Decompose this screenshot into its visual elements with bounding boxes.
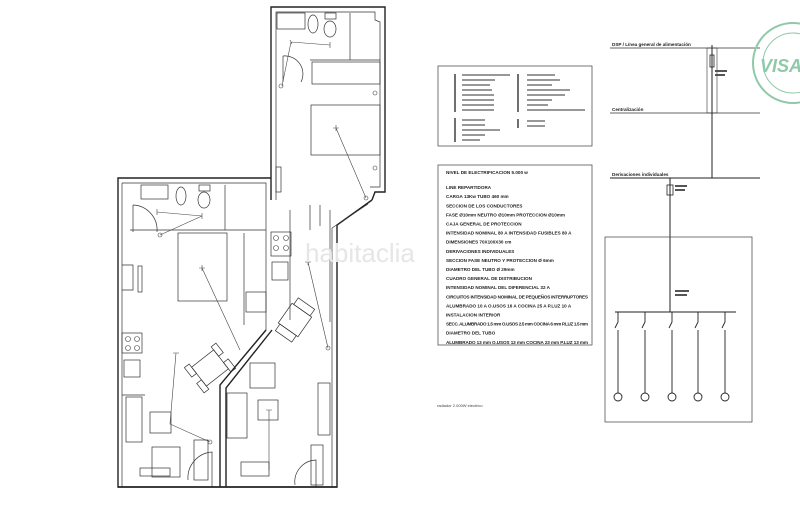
dining-table-2	[274, 297, 316, 343]
armchair	[249, 362, 276, 389]
circuit-outlet-icon	[640, 392, 650, 402]
spec-line: ALUMBRADO 10 A O.USOS 16 A COCINA 25 A P…	[446, 303, 572, 308]
sink-2	[140, 184, 169, 200]
stamp-text: VISADO	[760, 56, 800, 76]
upper-unit-walls	[270, 6, 386, 201]
spec-line: CARGA 13Kw TUBO 460 mm	[446, 194, 509, 199]
spec-line: INTENSIDAD NOMINAL DEL DIFERENCIAL 32 A	[446, 285, 551, 290]
spec-line: DERIVACIONES INDIVIDUALES	[446, 249, 514, 254]
circuit-outlet-icon	[613, 392, 623, 402]
wardrobe	[311, 61, 381, 85]
circuit-outlet-icon	[667, 392, 677, 402]
spec-line: DIMENSIONES 70X100X30 cm	[446, 240, 511, 245]
circuit-branch	[721, 312, 726, 393]
spec-line: SECC. ALUMBRADO 1.5 mm O.USOS 2.5 mm COC…	[446, 322, 588, 327]
floor-plan	[117, 6, 386, 488]
legend-box	[437, 65, 593, 147]
single-line-diagram: DSP / Línea general de alimentación Cent…	[604, 42, 760, 423]
circuit-branch	[668, 312, 673, 393]
radiator-note: radiador 2.000W electrico	[437, 403, 483, 408]
bidet-2	[175, 186, 187, 206]
circuit-outlet-icon	[693, 392, 703, 402]
dining-table	[183, 342, 237, 394]
watermark-logo: habitaclia	[305, 238, 415, 268]
spec-box: NIVEL DE ELECTRIFICACION 5.000 w LINE REP…	[437, 164, 593, 346]
spec-line: ALUMBRADO 13 mm O.USOS 13 mm COCINA 23 m…	[446, 340, 588, 345]
sofa-2	[226, 392, 248, 439]
spec-line: NIVEL DE ELECTRIFICACION 5.000 w	[446, 170, 528, 175]
circuit-branch	[614, 312, 619, 393]
spec-line: CUADRO GENERAL DE DISTRIBUCION	[446, 276, 533, 281]
spec-line: LINE REPARTIDORA	[446, 185, 492, 190]
sink	[276, 12, 306, 30]
spec-line: DIAMETRO DEL TUBO	[446, 331, 496, 336]
circuit-branch	[694, 312, 699, 393]
bidet	[307, 14, 319, 34]
spec-line: CIRCUITOS INTENSIDAD NOMINAL DE PEQUEÑOS…	[446, 293, 588, 299]
feed-label: DSP / Línea general de alimentación	[612, 42, 691, 47]
circuit-branch	[641, 312, 646, 393]
spec-line: INTENSIDAD NOMINAL 80 A INTENSIDAD FUSIB…	[446, 231, 572, 236]
bed	[310, 104, 381, 156]
derivations-label: Derivaciones individuales	[612, 172, 669, 177]
toilet-tank	[324, 12, 337, 20]
sofa	[125, 396, 143, 443]
spec-line: FASE Ø10mm NEUTRO Ø10mm PROTECCION Ø10mm	[446, 212, 565, 217]
circuit-outlet-icon	[720, 392, 730, 402]
coffee-table	[149, 411, 172, 434]
toilet-2	[197, 191, 211, 209]
visado-stamp: VISADO	[752, 22, 800, 104]
bed-2	[177, 232, 228, 302]
spec-line: SECCION DE LOS CONDUCTORES	[446, 203, 523, 208]
spec-line: DIAMETRO DEL TUBO Ø 29mm	[446, 267, 515, 272]
cooktop-2	[270, 231, 292, 257]
toilet	[323, 20, 337, 38]
kitchen-sink	[123, 359, 141, 378]
centralization-label: Centralización	[612, 107, 644, 112]
spec-line: INSTALACION INTERIOR	[446, 313, 501, 318]
lower-unit-walls	[117, 177, 373, 488]
spec-line: CAJA GENERAL DE PROTECCION	[446, 222, 522, 227]
cooktop	[121, 332, 143, 354]
spec-line: SECCION FASE NEUTRO Y PROTECCION Ø 6mm	[446, 258, 554, 263]
